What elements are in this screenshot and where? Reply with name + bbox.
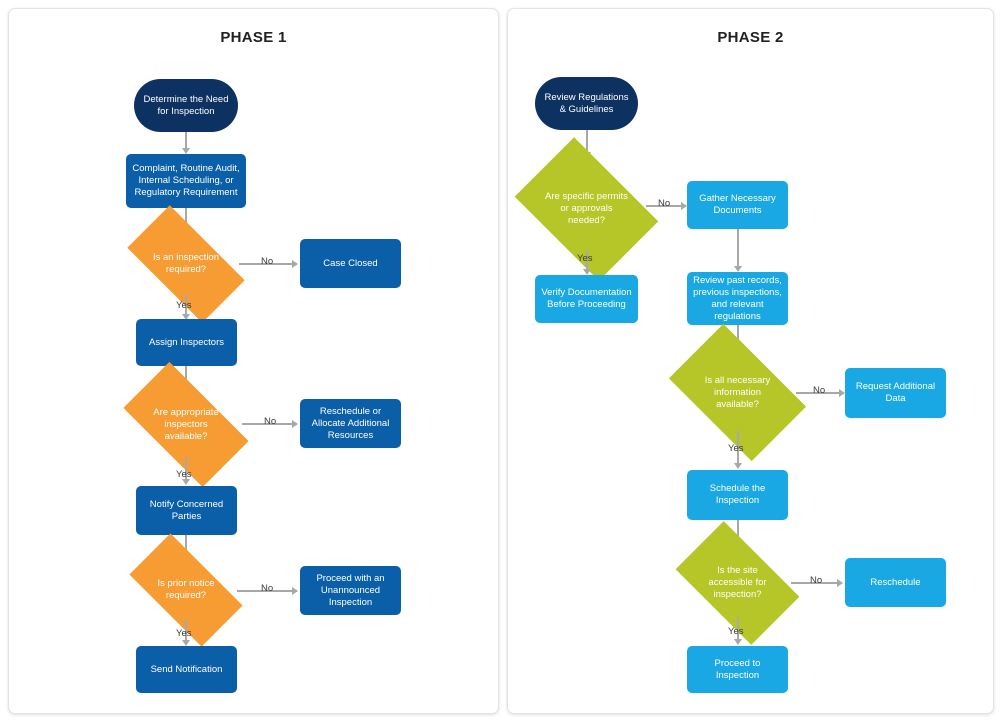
edge-label-yes: Yes [577, 253, 593, 264]
arrowhead-down [734, 266, 742, 272]
arrowhead-right [292, 260, 298, 268]
node-label: Verify Documentation Before Proceeding [541, 287, 632, 310]
node-verify-documentation-before-proceeding[interactable]: Verify Documentation Before Proceeding [535, 275, 638, 323]
connector-start-to-trigger [185, 132, 187, 150]
node-review-regulations-guidelines[interactable]: Review Regulations & Guidelines [535, 77, 638, 130]
node-label: Are appropriate inspectors available? [153, 406, 219, 442]
phase-1-title: PHASE 1 [220, 29, 287, 46]
arrowhead-down [734, 639, 742, 645]
edge-label-no: No [261, 583, 274, 594]
decision-are-specific-permits-needed[interactable]: Are specific permits or approvals needed… [514, 137, 659, 281]
connector-decision1-no [239, 263, 297, 265]
connector-decision3-yes [737, 617, 739, 643]
arrowhead-right [292, 587, 298, 595]
arrowhead-down [182, 640, 190, 646]
node-request-additional-data[interactable]: Request Additional Data [845, 368, 946, 418]
edge-label-no: No [658, 198, 671, 209]
edge-label-no: No [813, 385, 826, 396]
edge-label-yes: Yes [728, 443, 744, 454]
node-label: Review Regulations & Guidelines [544, 91, 629, 115]
node-label: Are specific permits or approvals needed… [545, 191, 628, 226]
node-send-notification[interactable]: Send Notification [136, 646, 237, 693]
node-case-closed[interactable]: Case Closed [300, 239, 401, 288]
node-label: Reschedule or Allocate Additional Resour… [311, 405, 390, 441]
node-label: Gather Necessary Documents [699, 193, 776, 216]
edge-label-yes: Yes [728, 626, 744, 637]
connector-assign-to-decision2 [185, 366, 187, 388]
node-proceed-to-inspection[interactable]: Proceed to Inspection [687, 646, 788, 693]
node-complaint-routine-audit[interactable]: Complaint, Routine Audit, Internal Sched… [126, 154, 246, 208]
connector-decision1-no [646, 205, 686, 207]
arrowhead-down [182, 479, 190, 485]
node-notify-concerned-parties[interactable]: Notify Concerned Parties [136, 486, 237, 535]
connector-decision3-no [237, 590, 297, 592]
arrowhead-right [837, 579, 843, 587]
connector-decision2-no [796, 392, 844, 394]
node-label: Reschedule [870, 576, 921, 588]
edge-label-no: No [810, 575, 823, 586]
edge-label-no: No [264, 416, 277, 427]
connector-decision2-yes [185, 457, 187, 483]
node-label: Review past records, previous inspection… [693, 274, 782, 322]
arrowhead-right [292, 420, 298, 428]
connector-decision3-no [791, 582, 841, 584]
arrowhead-down [182, 314, 190, 320]
edge-label-yes: Yes [176, 300, 192, 311]
node-gather-necessary-documents[interactable]: Gather Necessary Documents [687, 181, 788, 229]
node-schedule-the-inspection[interactable]: Schedule the Inspection [687, 470, 788, 520]
node-reschedule-or-allocate-resources[interactable]: Reschedule or Allocate Additional Resour… [300, 399, 401, 448]
node-label: Notify Concerned Parties [149, 498, 224, 522]
decision-is-the-site-accessible[interactable]: Is the site accessible for inspection? [675, 521, 800, 645]
decision-are-appropriate-inspectors-available[interactable]: Are appropriate inspectors available? [123, 361, 249, 488]
decision-is-inspection-required[interactable]: Is an inspection required? [127, 205, 245, 323]
node-determine-need-for-inspection[interactable]: Determine the Need for Inspection [134, 79, 238, 132]
connector-start-to-decision1 [586, 130, 588, 156]
node-label: Complaint, Routine Audit, Internal Sched… [132, 163, 240, 198]
node-label: Case Closed [323, 257, 378, 269]
node-label: Send Notification [150, 663, 223, 675]
node-label: Is all necessary information available? [704, 374, 771, 410]
connector-decision1-yes [586, 251, 588, 273]
connector-schedule-to-decision3 [737, 520, 739, 547]
node-review-past-records[interactable]: Review past records, previous inspection… [687, 272, 788, 325]
connector-decision1-yes [185, 294, 187, 318]
arrowhead-right [681, 202, 687, 210]
node-label: Assign Inspectors [149, 336, 224, 348]
node-label: Schedule the Inspection [709, 483, 766, 506]
node-label: Proceed with an Unannounced Inspection [316, 572, 385, 608]
node-label: Request Additional Data [855, 381, 936, 404]
connector-decision2-no [242, 423, 297, 425]
edge-label-yes: Yes [176, 628, 192, 639]
arrowhead-down [734, 463, 742, 469]
connector-decision2-yes [737, 431, 739, 465]
connector-trigger-to-decision1 [185, 208, 187, 230]
node-label: Is the site accessible for inspection? [708, 565, 767, 600]
node-proceed-unannounced-inspection[interactable]: Proceed with an Unannounced Inspection [300, 566, 401, 615]
connector-gather-to-review [737, 229, 739, 269]
node-label: Proceed to Inspection [714, 657, 761, 681]
node-label: Is an inspection required? [152, 252, 219, 275]
edge-label-no: No [261, 256, 274, 267]
node-label: Determine the Need for Inspection [143, 93, 229, 117]
phase-1-panel: PHASE 1 [8, 8, 499, 714]
arrowhead-down [583, 269, 591, 275]
connector-notify-to-decision3 [185, 535, 187, 557]
node-reschedule[interactable]: Reschedule [845, 558, 946, 607]
edge-label-yes: Yes [176, 469, 192, 480]
node-assign-inspectors[interactable]: Assign Inspectors [136, 319, 237, 366]
arrowhead-right [839, 389, 845, 397]
decision-is-all-necessary-information-available[interactable]: Is all necessary information available? [668, 323, 807, 462]
decision-is-prior-notice-required[interactable]: Is prior notice required? [129, 533, 243, 647]
arrowhead-down [182, 148, 190, 154]
connector-decision3-yes [185, 619, 187, 644]
phase-2-title: PHASE 2 [717, 29, 784, 46]
node-label: Is prior notice required? [157, 578, 215, 601]
